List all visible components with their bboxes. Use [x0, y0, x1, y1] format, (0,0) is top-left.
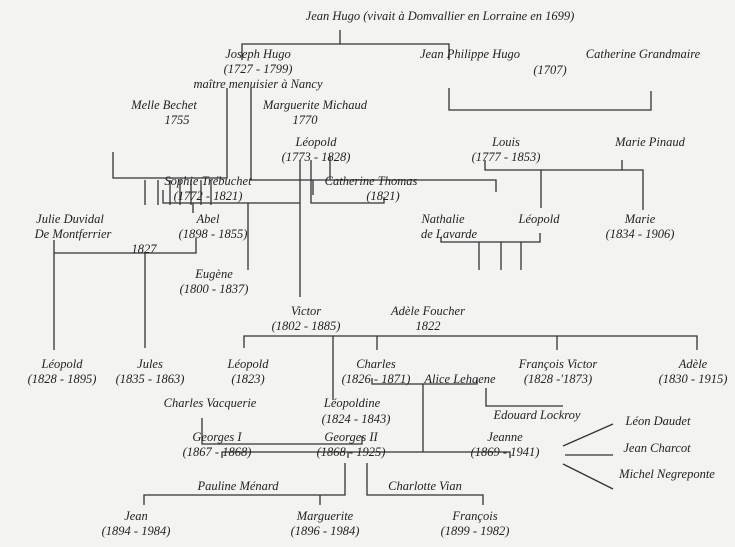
person-name: Charles — [356, 357, 396, 371]
person-name: Catherine Thomas — [324, 174, 418, 188]
connector — [112, 88, 228, 179]
person-name: Victor — [290, 304, 322, 318]
person-name: Léopold — [295, 135, 337, 149]
person-name: Jean Charcot — [623, 441, 691, 455]
person-dates: (1727 - 1799) — [223, 62, 293, 76]
person-dates: (1834 - 1906) — [605, 227, 675, 241]
person-dates: (1823) — [231, 372, 265, 386]
connector — [241, 30, 450, 60]
connector — [484, 160, 644, 210]
person-dates: (1826 - 1871) — [341, 372, 411, 386]
person-name: Sophie Trébuchet — [164, 174, 252, 188]
person-dates: (1828 -'1873) — [523, 372, 593, 386]
person-name: Georges II — [324, 430, 378, 444]
person-dates: (1869 - 1941) — [470, 445, 540, 459]
connector — [144, 180, 212, 205]
person-dates: (1802 - 1885) — [271, 319, 341, 333]
person-name: Melle Bechet — [131, 98, 197, 112]
person-name: Nathalie — [421, 212, 465, 226]
person-name: De Montferrier — [34, 227, 112, 241]
person-name: Abel — [196, 212, 220, 226]
person-dates: (1773 - 1828) — [281, 150, 351, 164]
person-dates: (1898 - 1855) — [178, 227, 248, 241]
person-name: Louis — [492, 135, 520, 149]
connector — [143, 463, 484, 505]
person-dates: (1835 - 1863) — [115, 372, 185, 386]
marriage-year: 1822 — [415, 319, 441, 333]
person-dates: (1894 - 1984) — [101, 524, 171, 538]
person-dates: (1899 - 1982) — [440, 524, 510, 538]
person-name: Adèle Foucher — [391, 304, 465, 318]
person-name: de Lavarde — [420, 227, 478, 241]
person-name: Marie Pinaud — [615, 135, 685, 149]
person-name: Adèle — [678, 357, 708, 371]
person-name: Georges I — [192, 430, 242, 444]
person-name: Eugène — [195, 267, 233, 281]
person-name: Marie — [624, 212, 656, 226]
person-name: Michel Negreponte — [619, 467, 715, 481]
person-name: Charles Vacquerie — [163, 396, 257, 410]
marriage-year: (1821) — [366, 189, 400, 203]
person-name: Catherine Grandmaire — [585, 47, 701, 61]
connector — [299, 160, 385, 297]
person-dates: (1777 - 1853) — [471, 150, 541, 164]
connector — [162, 190, 300, 270]
person-name: Marguerite — [296, 509, 354, 523]
person-name: Jean Philippe Hugo — [420, 47, 520, 61]
person-dates: (1772 - 1821) — [173, 189, 243, 203]
person-name: Léon Daudet — [625, 414, 691, 428]
person-dates: (1830 - 1915) — [658, 372, 728, 386]
connector — [562, 423, 614, 490]
marriage-year: 1770 — [292, 113, 318, 127]
person-dates: (1824 - 1843) — [321, 412, 391, 426]
person-name: Jules — [137, 357, 163, 371]
connector — [53, 238, 197, 350]
connector — [448, 88, 652, 111]
marriage-year: (1707) — [533, 63, 567, 77]
root-ancestor: Jean Hugo (vivait à Domvallier en Lorrai… — [305, 9, 575, 23]
person-name: Marguerite Michaud — [262, 98, 368, 112]
marriage-year: 1827 — [131, 242, 157, 256]
person-name: Edouard Lockroy — [493, 408, 581, 422]
connector — [371, 378, 563, 452]
person-note: maître menuisier à Nancy — [193, 77, 323, 91]
person-name: Charlotte Vian — [388, 479, 462, 493]
person-dates: (1828 - 1895) — [27, 372, 97, 386]
marriage-year: 1755 — [164, 113, 190, 127]
connector — [201, 418, 363, 445]
connector — [221, 451, 511, 458]
person-name: Julie Duvidal — [36, 212, 104, 226]
person-name: Léopoldine — [323, 396, 381, 410]
connector — [440, 233, 541, 270]
person-name: Léopold — [518, 212, 560, 226]
person-name: Pauline Ménard — [197, 479, 279, 493]
connector — [243, 335, 698, 400]
person-name: Jean — [124, 509, 148, 523]
person-name: François — [452, 509, 498, 523]
person-dates: (1868 - 1925) — [316, 445, 386, 459]
person-name: François Victor — [518, 357, 598, 371]
connector — [250, 88, 497, 195]
person-name: Alice Lehaene — [424, 372, 496, 386]
person-dates: (1800 - 1837) — [179, 282, 249, 296]
person-dates: (1867 - 1868) — [182, 445, 252, 459]
person-name: Léopold — [227, 357, 269, 371]
person-name: Léopold — [41, 357, 83, 371]
person-dates: (1896 - 1984) — [290, 524, 360, 538]
person-name: Joseph Hugo — [225, 47, 291, 61]
person-name: Jeanne — [487, 430, 523, 444]
